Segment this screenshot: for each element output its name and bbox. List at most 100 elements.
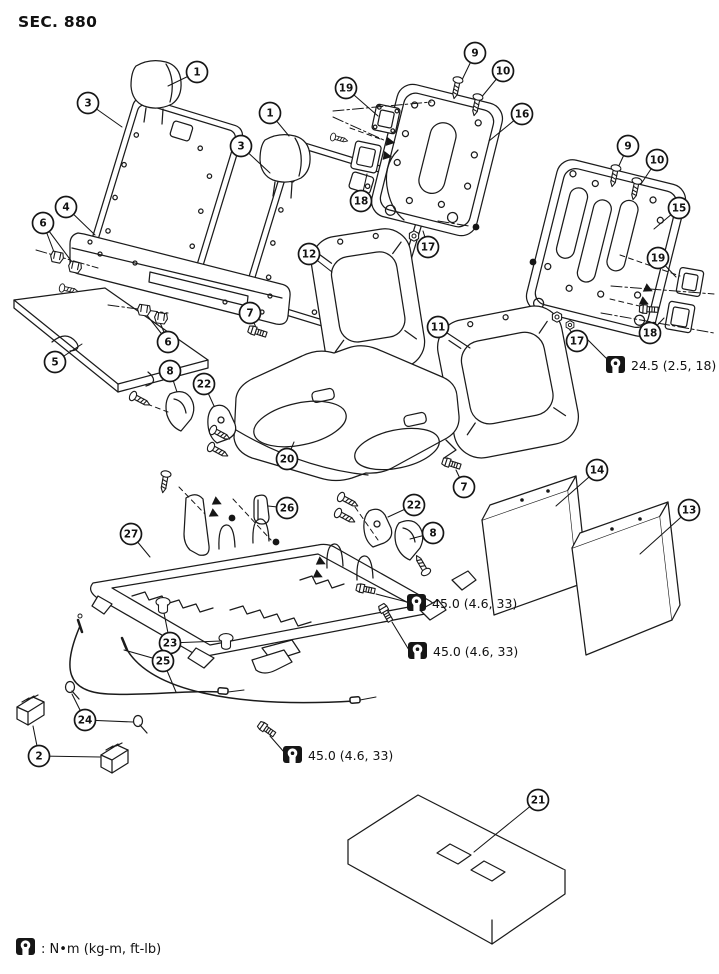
grommet — [155, 596, 171, 614]
callout-9: 9 — [616, 134, 640, 158]
callout-13: 13 — [677, 498, 701, 522]
release-cables — [69, 613, 377, 704]
bracket-19-right — [675, 266, 705, 298]
screw — [205, 440, 231, 461]
callout-4: 4 — [54, 195, 78, 219]
svg-text:15: 15 — [672, 203, 687, 215]
svg-text:11: 11 — [431, 322, 446, 334]
callout-22: 22 — [402, 493, 426, 517]
torque-spec: 45.0 (4.6, 33) — [283, 746, 393, 763]
callout-9: 9 — [463, 41, 487, 65]
svg-text:19: 19 — [651, 253, 666, 265]
svg-text:24.5 (2.5, 18): 24.5 (2.5, 18) — [631, 358, 716, 373]
svg-text:16: 16 — [515, 109, 530, 121]
svg-text:7: 7 — [246, 308, 253, 320]
callout-17: 17 — [416, 235, 440, 259]
svg-text:27: 27 — [124, 529, 139, 541]
seat-frame — [89, 494, 477, 674]
torque-icon — [283, 746, 302, 763]
torque-icon — [408, 642, 427, 659]
svg-text:20: 20 — [280, 454, 295, 466]
svg-text:1: 1 — [266, 108, 273, 120]
trim-clip — [48, 250, 66, 265]
callout-18: 18 — [638, 321, 662, 345]
svg-text:9: 9 — [624, 141, 631, 153]
torque-icon — [606, 356, 625, 373]
callout-6: 6 — [156, 330, 180, 354]
seatback-frame-left — [370, 83, 504, 237]
svg-text:3: 3 — [237, 141, 244, 153]
screw — [332, 506, 358, 527]
headrest-left — [130, 60, 182, 125]
dot-marker — [227, 513, 237, 523]
corner-cover-left — [16, 694, 45, 726]
svg-text:13: 13 — [682, 505, 697, 517]
dot-marker — [271, 537, 281, 547]
callout-1: 1 — [185, 60, 209, 84]
svg-text:22: 22 — [407, 500, 422, 512]
bolt — [246, 324, 269, 340]
callout-12: 12 — [297, 242, 321, 266]
svg-text:14: 14 — [590, 465, 605, 477]
svg-text:45.0 (4.6, 33): 45.0 (4.6, 33) — [432, 596, 517, 611]
callout-20: 20 — [275, 447, 299, 471]
dot-marker — [528, 257, 538, 267]
callout-19: 19 — [646, 246, 670, 270]
hinge-bracket-right — [363, 508, 393, 548]
callout-7: 7 — [238, 301, 262, 325]
callout-23: 23 — [158, 631, 182, 655]
svg-text:19: 19 — [339, 83, 354, 95]
lock-knob — [253, 494, 270, 525]
seatback-frame-right — [525, 159, 687, 337]
torque-icon — [407, 594, 426, 611]
svg-text:17: 17 — [421, 242, 436, 254]
callout-27: 27 — [119, 522, 143, 546]
svg-text:18: 18 — [643, 328, 658, 340]
svg-text:17: 17 — [570, 336, 585, 348]
svg-text:18: 18 — [354, 196, 369, 208]
seatback-cushion-left — [310, 228, 426, 376]
nut — [551, 311, 563, 323]
bracket-18-right — [664, 300, 696, 334]
legend: : N•m (kg-m, ft-lb) — [16, 938, 161, 957]
callout-7: 7 — [452, 475, 476, 499]
svg-text:25: 25 — [156, 656, 171, 668]
bolt — [440, 456, 463, 472]
svg-text:8: 8 — [429, 528, 436, 540]
screw — [127, 389, 153, 410]
hinge-cover-left — [165, 390, 195, 432]
svg-text:10: 10 — [650, 155, 665, 167]
screw — [329, 131, 350, 146]
svg-text:12: 12 — [302, 249, 317, 261]
screw — [157, 469, 173, 495]
svg-text:10: 10 — [496, 66, 511, 78]
callout-10: 10 — [645, 148, 669, 172]
callout-24: 24 — [73, 708, 97, 732]
svg-text:45.0 (4.6, 33): 45.0 (4.6, 33) — [308, 748, 393, 763]
seatback-pad-right — [571, 501, 681, 656]
screw — [335, 490, 361, 511]
legend-label: : N•m (kg-m, ft-lb) — [41, 942, 161, 957]
svg-text:22: 22 — [197, 379, 212, 391]
callout-11: 11 — [426, 315, 450, 339]
nut — [408, 230, 420, 242]
torque-specs: 24.5 (2.5, 18) 45.0 (4.6, 33) 45.0 (4.6, 3… — [283, 356, 716, 763]
torque-spec: 45.0 (4.6, 33) — [407, 594, 517, 611]
callout-17: 17 — [565, 329, 589, 353]
callout-1: 1 — [258, 101, 282, 125]
seatback-cushion-right — [437, 305, 579, 459]
svg-text:6: 6 — [164, 337, 171, 349]
bracket-18-left — [350, 140, 382, 174]
grommet — [218, 632, 234, 650]
callout-15: 15 — [667, 196, 691, 220]
screw — [411, 552, 433, 578]
callout-5: 5 — [43, 350, 67, 374]
callout-19: 19 — [334, 76, 358, 100]
callout-26: 26 — [275, 496, 299, 520]
section-title: SEC. 880 — [18, 13, 97, 31]
svg-text:4: 4 — [62, 202, 69, 214]
torque-spec: 45.0 (4.6, 33) — [408, 642, 518, 659]
cable-clips — [64, 680, 148, 734]
